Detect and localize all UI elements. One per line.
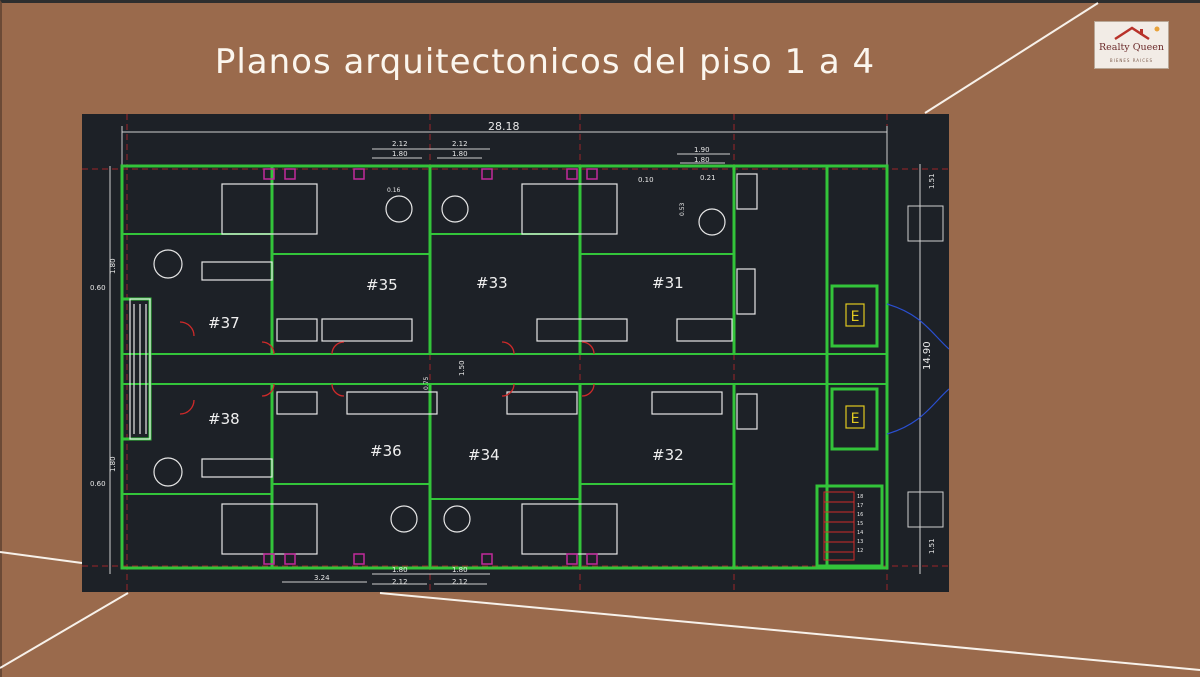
dim-top-021: 0.21 — [700, 174, 716, 182]
dim-overall-width: 28.18 — [488, 120, 520, 133]
dim-top-180-b: 1.80 — [452, 150, 468, 158]
unit-33-label: #33 — [476, 274, 508, 292]
dim-side-top: 1.51 — [928, 173, 936, 189]
stair-number-5: 14 — [857, 530, 863, 536]
stair-number-2: 17 — [857, 503, 863, 509]
dim-left-060-top: 0.60 — [90, 284, 106, 292]
dim-top-190: 1.90 — [694, 146, 710, 154]
unit-31-label: #31 — [652, 274, 684, 292]
dim-corridor-150: 1.50 — [458, 360, 466, 376]
dim-top-212-b: 2.12 — [452, 140, 468, 148]
dim-small-053: 0.53 — [679, 202, 686, 216]
dim-corridor-075: 0.75 — [423, 376, 430, 390]
unit-37-label: #37 — [208, 314, 240, 332]
house-roof-icon — [1114, 26, 1160, 41]
dim-top-180-c: 1.80 — [694, 156, 710, 164]
logo-name: Realty Queen — [1099, 42, 1164, 53]
unit-34-label: #34 — [468, 446, 500, 464]
realty-queen-logo: Realty Queen BIENES RAICES — [1094, 21, 1169, 69]
dim-overall-depth: 14.90 — [922, 341, 933, 370]
floor-plan-image: 28.18 14.90 1.51 1.51 1.80 0.60 1.80 0.6… — [82, 114, 949, 592]
dim-left-180-top: 1.80 — [109, 258, 117, 274]
unit-35-label: #35 — [366, 276, 398, 294]
dim-top-212-a: 2.12 — [392, 140, 408, 148]
dim-side-bottom: 1.51 — [928, 538, 936, 554]
dim-bottom-212-a: 2.12 — [392, 578, 408, 586]
dim-bottom-324: 3.24 — [314, 574, 330, 582]
stair-number-1: 18 — [857, 494, 863, 500]
stair-number-7: 12 — [857, 548, 863, 554]
dim-bottom-180-a: 1.80 — [392, 566, 408, 574]
elevator-mark-bottom: E — [851, 411, 860, 427]
elevator-mark-top: E — [851, 309, 860, 325]
dim-top-180-a: 1.80 — [392, 150, 408, 158]
unit-38-label: #38 — [208, 410, 240, 428]
unit-32-label: #32 — [652, 446, 684, 464]
slide-title: Planos arquitectonicos del piso 1 a 4 — [214, 42, 876, 82]
dim-top-010: 0.10 — [638, 176, 654, 184]
dim-left-180-bottom: 1.80 — [109, 456, 117, 472]
dim-small-016: 0.16 — [387, 187, 401, 194]
dim-left-060-bottom: 0.60 — [90, 480, 106, 488]
logo-subtitle: BIENES RAICES — [1109, 58, 1154, 63]
dim-bottom-212-b: 2.12 — [452, 578, 468, 586]
dim-bottom-180-b: 1.80 — [452, 566, 468, 574]
stair-number-3: 16 — [857, 512, 863, 518]
stair-number-4: 15 — [857, 521, 863, 527]
stair-number-6: 13 — [857, 539, 863, 545]
unit-36-label: #36 — [370, 442, 402, 460]
